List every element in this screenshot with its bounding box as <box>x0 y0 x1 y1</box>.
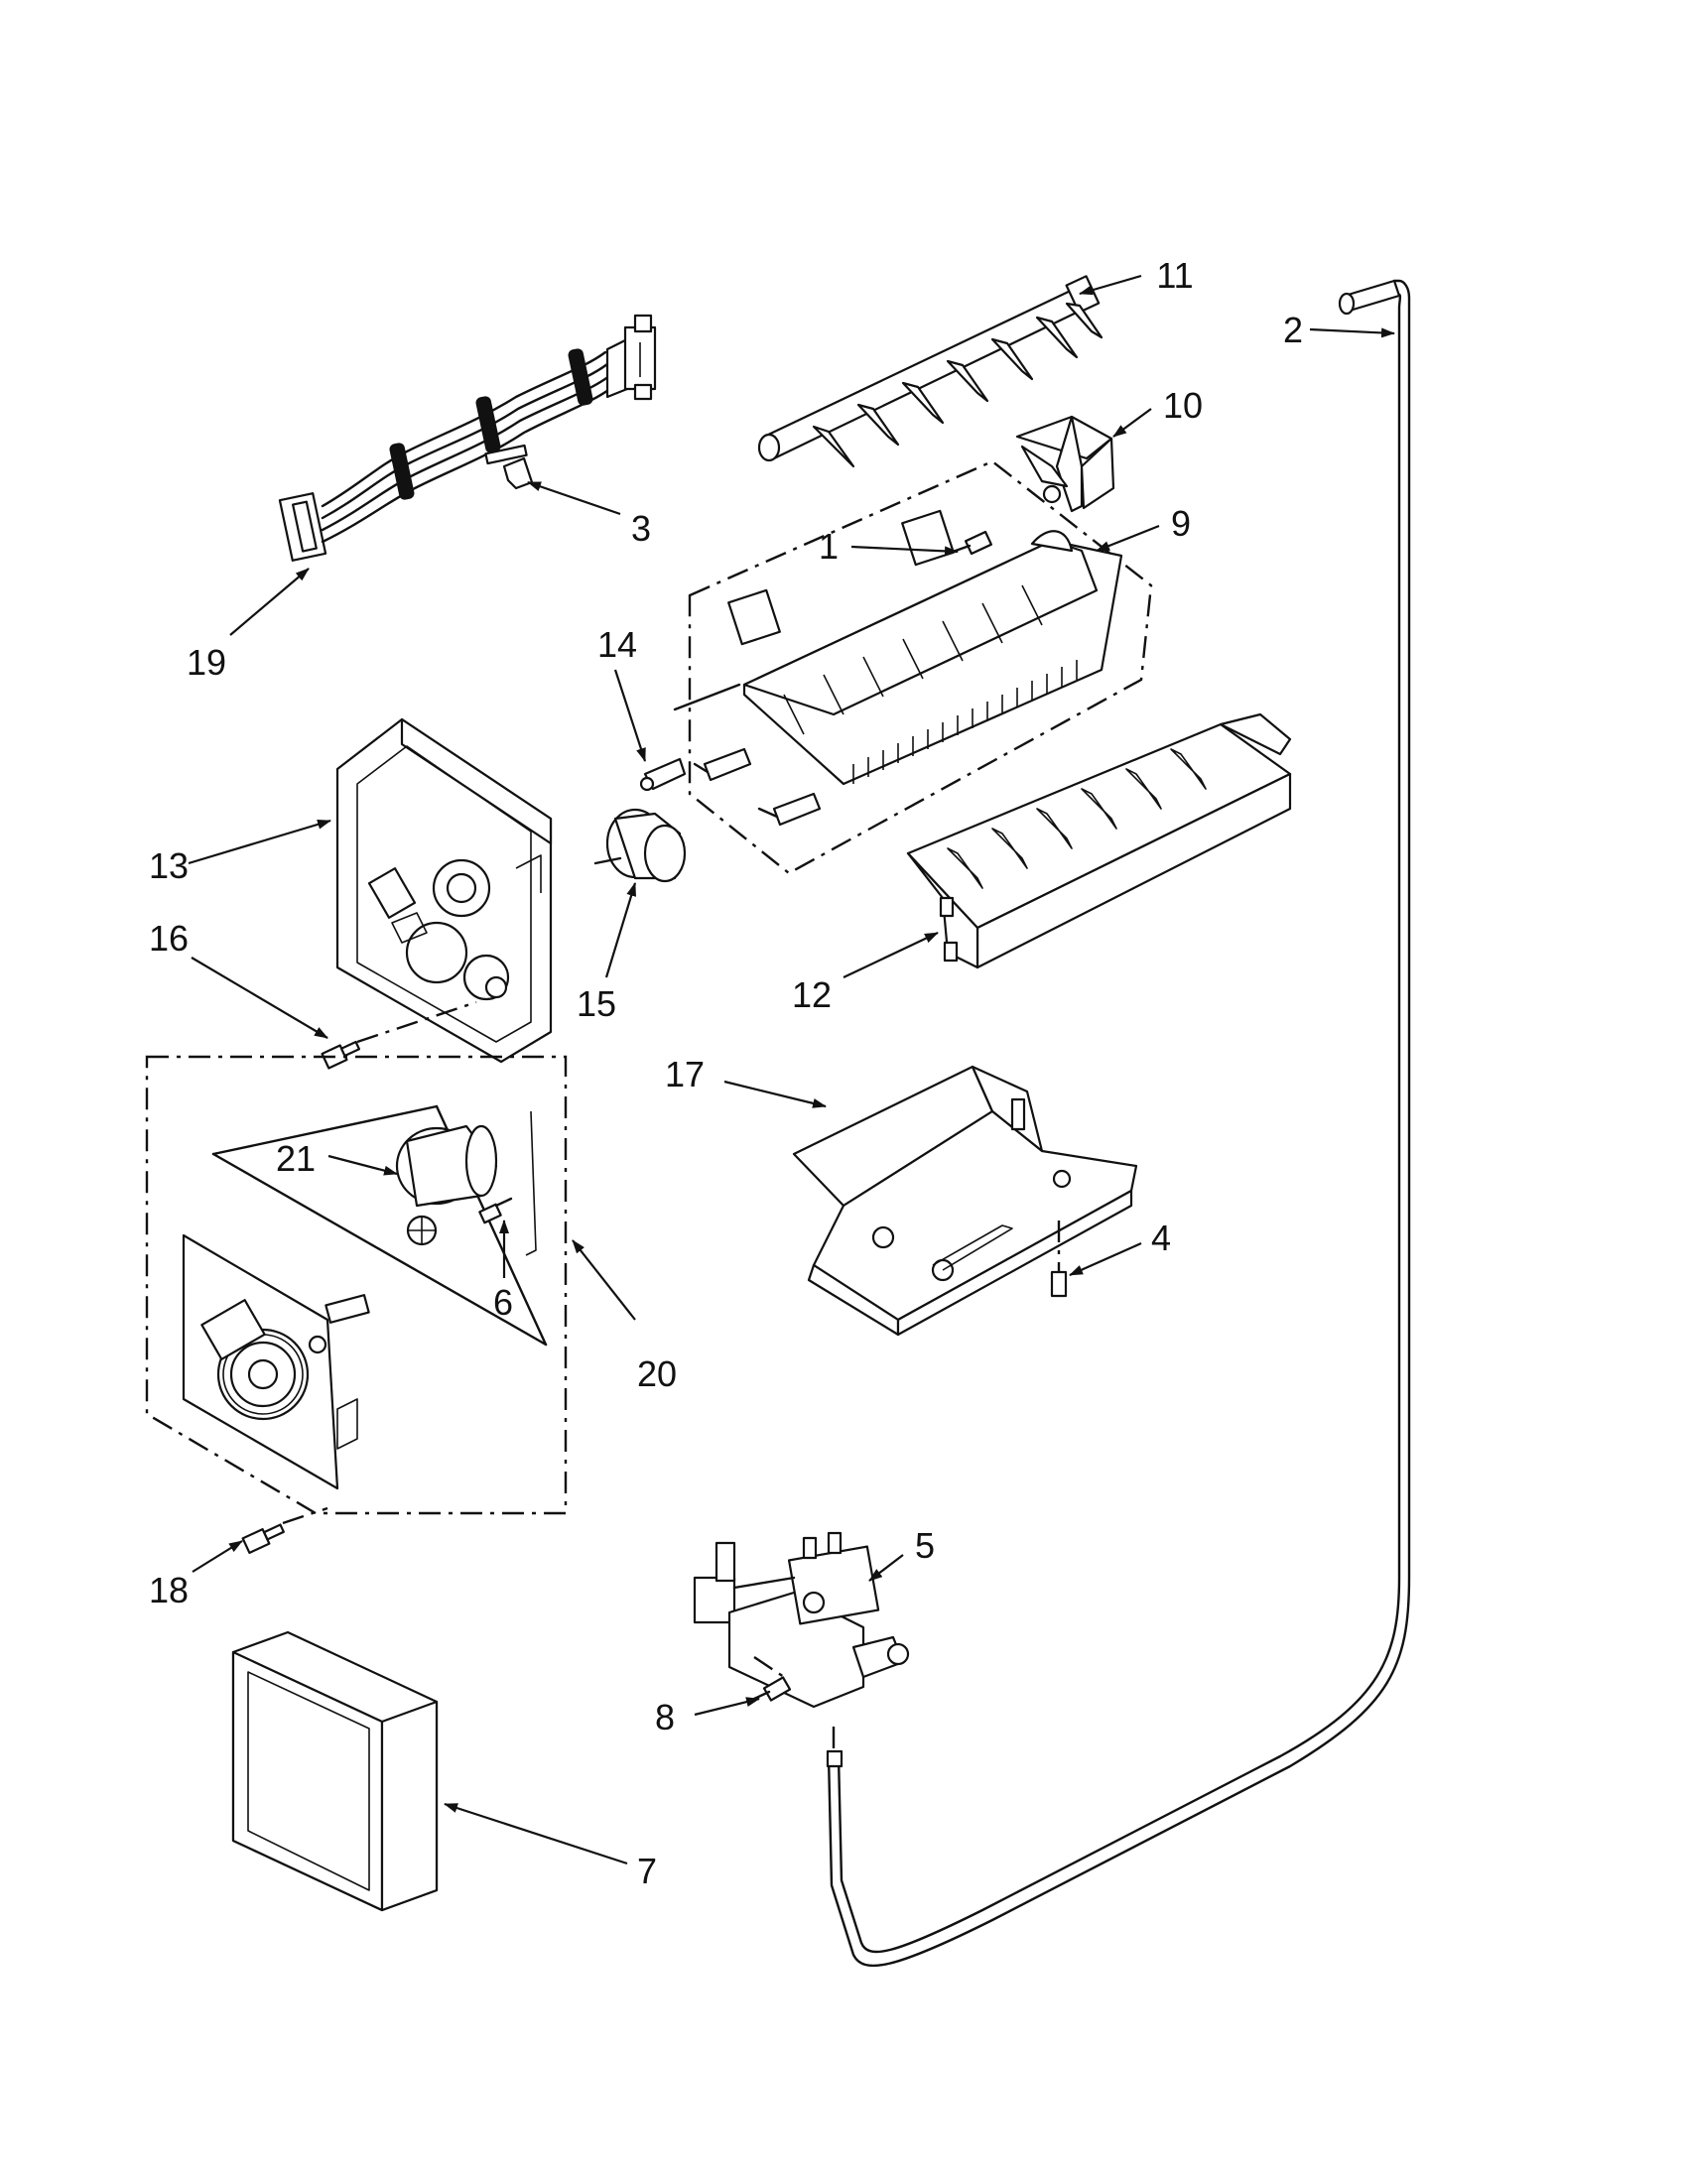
leader-15 <box>604 882 637 978</box>
leader-3 <box>527 480 621 516</box>
callout-15: 15 <box>577 983 616 1024</box>
bin-screw-part <box>1050 1220 1068 1298</box>
leader-2 <box>1309 327 1395 338</box>
callout-10: 10 <box>1163 385 1203 426</box>
callout-16: 16 <box>149 918 189 959</box>
callout-11: 11 <box>1156 255 1193 296</box>
mold-cover-part <box>1015 415 1115 513</box>
callout-19: 19 <box>187 642 226 683</box>
callout-8: 8 <box>655 1697 675 1737</box>
leader-18 <box>192 1540 243 1573</box>
leader-7 <box>444 1802 628 1865</box>
leader-17 <box>723 1080 827 1108</box>
valve-screw-part <box>752 1656 792 1702</box>
leader-lines <box>188 274 1395 1865</box>
module-screw-part <box>241 1506 328 1554</box>
leader-8 <box>694 1697 760 1717</box>
thermostat-part <box>593 808 687 883</box>
motor-module-part <box>145 1055 568 1515</box>
gasket-part <box>231 1630 439 1912</box>
callout-20: 20 <box>637 1353 677 1394</box>
callout-13: 13 <box>149 845 189 886</box>
callout-9: 9 <box>1171 503 1191 544</box>
leader-19 <box>229 568 310 636</box>
leader-5 <box>868 1554 904 1582</box>
ice-bin-part <box>792 1065 1138 1337</box>
ice-mold-part <box>673 459 1153 875</box>
wire-clip-part <box>484 444 534 490</box>
leader-20 <box>572 1239 636 1321</box>
leader-4 <box>1069 1241 1142 1277</box>
leader-10 <box>1112 408 1152 438</box>
leader-13 <box>188 819 331 865</box>
leader-21 <box>327 1154 398 1176</box>
motor-part <box>395 1110 537 1256</box>
callout-6: 6 <box>493 1282 513 1323</box>
ejector-part <box>757 275 1104 468</box>
callout-7: 7 <box>637 1851 657 1891</box>
callout-1: 1 <box>819 526 839 567</box>
callout-21: 21 <box>276 1138 316 1179</box>
callout-18: 18 <box>149 1570 189 1610</box>
callout-labels: 1 2 3 4 5 6 7 8 9 10 11 12 13 14 15 16 1… <box>149 255 1303 1891</box>
ice-stripper-part <box>906 712 1292 969</box>
fill-tube-part <box>826 279 1411 1968</box>
callout-4: 4 <box>1151 1218 1171 1258</box>
callout-17: 17 <box>665 1054 705 1094</box>
retainer-clip-part <box>639 757 687 792</box>
module-housing-part <box>335 717 553 1064</box>
callout-14: 14 <box>597 624 637 665</box>
callout-12: 12 <box>792 974 832 1015</box>
leader-9 <box>1096 524 1160 553</box>
callout-2: 2 <box>1283 310 1303 350</box>
housing-screw-part <box>321 1000 477 1070</box>
motor-screw-part <box>478 1197 513 1224</box>
leader-14 <box>613 669 647 762</box>
mold-screw-part <box>951 530 993 556</box>
water-valve-part <box>693 1531 910 1709</box>
leader-16 <box>191 957 328 1039</box>
wire-harness-part <box>278 314 657 562</box>
leader-12 <box>843 932 939 978</box>
callout-5: 5 <box>915 1525 935 1566</box>
callout-3: 3 <box>631 508 651 549</box>
leader-11 <box>1079 274 1142 296</box>
leader-1 <box>850 545 959 557</box>
